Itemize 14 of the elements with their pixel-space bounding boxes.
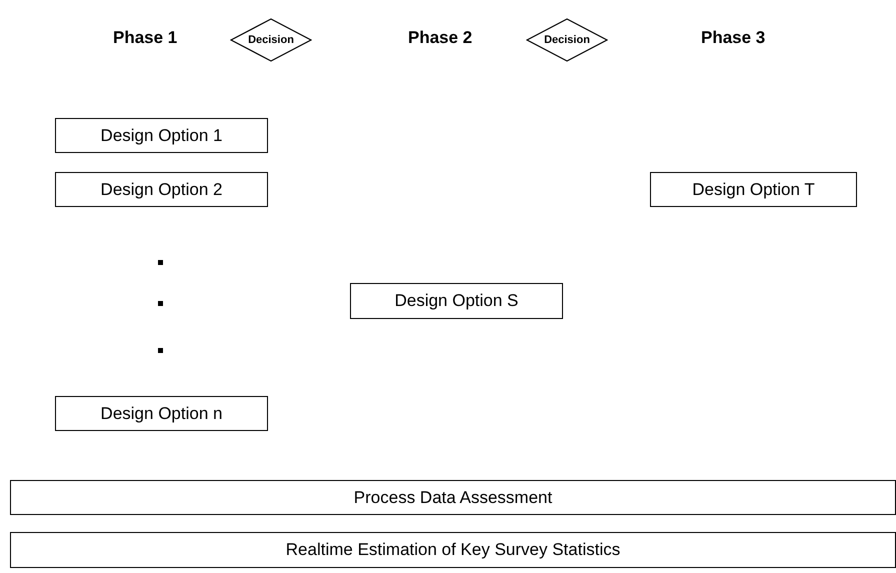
decision-diamond <box>526 18 608 62</box>
option-box: Design Option 2 <box>55 172 268 207</box>
decision-diamond <box>230 18 312 62</box>
option-box: Design Option n <box>55 396 268 431</box>
phase-heading: Phase 1 <box>113 28 178 48</box>
option-box: Design Option T <box>650 172 857 207</box>
process-bar: Process Data Assessment <box>10 480 896 515</box>
phase-heading: Phase 3 <box>701 28 766 48</box>
option-box: Design Option 1 <box>55 118 268 153</box>
process-bar: Realtime Estimation of Key Survey Statistics <box>10 532 896 568</box>
phase-heading: Phase 2 <box>408 28 472 48</box>
diamond-label: Decision <box>248 34 294 46</box>
diamond-label: Decision <box>544 34 590 46</box>
option-box: Design Option S <box>350 283 563 319</box>
